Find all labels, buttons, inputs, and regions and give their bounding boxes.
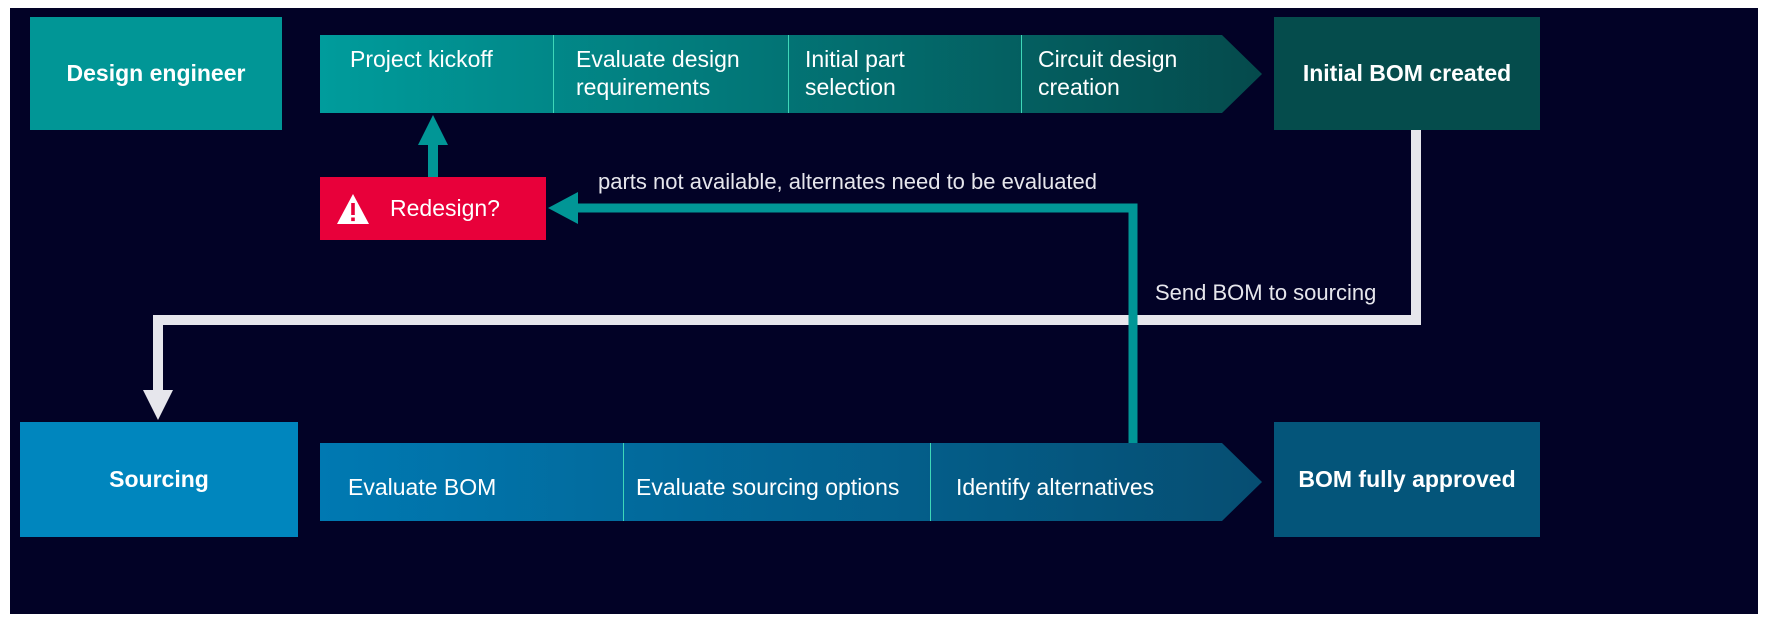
parts-unavailable-label: parts not available, alternates need to …	[598, 169, 1098, 194]
outcome-bom-fully-approved: BOM fully approved	[1274, 422, 1540, 537]
left-arrow-head	[548, 192, 578, 224]
step-evaluate-sourcing-options: Evaluate sourcing options	[636, 474, 900, 500]
redesign-decision: Redesign?	[320, 177, 546, 240]
up-arrow-shaft	[428, 140, 438, 177]
redesign-label: Redesign?	[390, 195, 500, 221]
outcome-initial-bom-created: Initial BOM created	[1274, 17, 1540, 130]
role-design-engineer: Design engineer	[30, 17, 282, 130]
warning-icon	[337, 193, 369, 224]
sourcing-process-band: Evaluate BOM Evaluate sourcing options I…	[320, 443, 1262, 521]
step-divider	[930, 443, 931, 521]
step-project-kickoff: Project kickoff	[350, 46, 493, 72]
up-arrow-head	[418, 115, 448, 145]
send-bom-connector	[153, 130, 1421, 392]
step-divider	[623, 443, 624, 521]
alternates-connector	[575, 203, 1138, 443]
down-arrow-head	[143, 390, 173, 420]
role-sourcing: Sourcing	[20, 422, 298, 537]
step-divider	[788, 35, 789, 113]
step-evaluate-bom: Evaluate BOM	[348, 474, 497, 500]
step-identify-alternatives: Identify alternatives	[956, 474, 1155, 500]
step-divider	[1021, 35, 1022, 113]
step-divider	[553, 35, 554, 113]
send-bom-label: Send BOM to sourcing	[1155, 280, 1377, 305]
